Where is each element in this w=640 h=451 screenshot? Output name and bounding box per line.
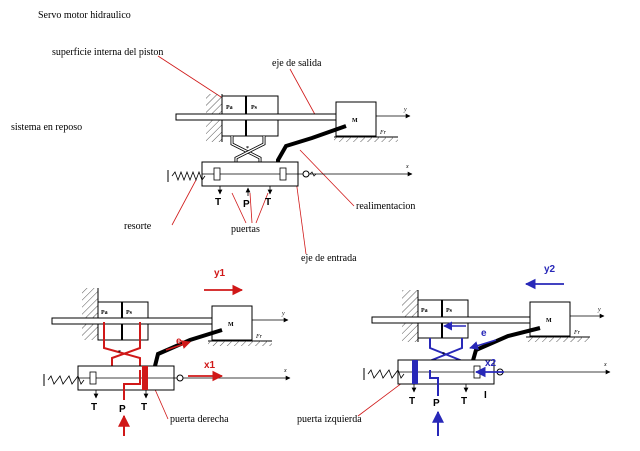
label-y-axis-bl: y bbox=[281, 311, 285, 317]
label-x-axis-bl: x bbox=[283, 368, 287, 374]
port-t-left-br: T bbox=[409, 396, 415, 407]
label-right-port: puerta derecha bbox=[170, 414, 229, 425]
label-mass: M bbox=[352, 118, 358, 124]
label-mass-br: M bbox=[546, 318, 552, 324]
label-input-shaft: eje de entrada bbox=[301, 253, 357, 264]
label-ports: puertas bbox=[231, 224, 260, 235]
label-pa-bl: Pa bbox=[101, 310, 108, 316]
label-y1: y1 bbox=[214, 268, 226, 279]
servo-bottom-left-right-port: y1 Pa Ps M Fr y * e bbox=[43, 268, 291, 436]
label-x2: x2 bbox=[485, 358, 497, 369]
label-x1: x1 bbox=[204, 360, 216, 371]
label-feedback: realimentacion bbox=[356, 201, 415, 212]
spring bbox=[171, 170, 206, 182]
label-friction-bl: Fr bbox=[255, 334, 263, 340]
label-y-axis: y bbox=[403, 107, 407, 113]
label-e-br: e bbox=[481, 328, 487, 339]
label-x-axis-br: x bbox=[603, 362, 607, 368]
label-pa: Pa bbox=[226, 105, 233, 111]
label-e-bl: e bbox=[176, 336, 182, 347]
servo-top-rest: Pa Ps M Fr y * x bbox=[167, 94, 413, 210]
label-spring: resorte bbox=[124, 221, 152, 232]
piston-rod bbox=[175, 113, 339, 121]
label-friction-br: Fr bbox=[573, 330, 581, 336]
label-y-axis-br: y bbox=[597, 307, 601, 313]
label-x-axis: x bbox=[405, 164, 409, 170]
port-p-br: P bbox=[433, 398, 440, 409]
port-p: P bbox=[243, 199, 250, 210]
label-mass-bl: M bbox=[228, 322, 234, 328]
label-output-shaft: eje de salida bbox=[272, 58, 322, 69]
mass-block bbox=[335, 101, 377, 137]
port-t-left-bl: T bbox=[91, 402, 97, 413]
svg-text:*: * bbox=[118, 350, 121, 356]
port-t-right: T bbox=[265, 197, 271, 208]
svg-text:*: * bbox=[442, 352, 445, 358]
port-t-right-br: T bbox=[461, 396, 467, 407]
svg-text:*: * bbox=[246, 146, 249, 152]
servo-bottom-right-left-port: y2 Pa Ps M Fr y * e bbox=[363, 264, 611, 436]
label-ps-bl: Ps bbox=[126, 310, 133, 316]
label-pa-br: Pa bbox=[421, 308, 428, 314]
label-rest: sistema en reposo bbox=[11, 122, 82, 133]
port-t-right-bl: T bbox=[141, 402, 147, 413]
label-piston-surface: superficie interna del piston bbox=[52, 47, 163, 58]
label-y2: y2 bbox=[544, 264, 556, 275]
port-t-left: T bbox=[215, 197, 221, 208]
label-left-port: puerta izquierda bbox=[297, 414, 362, 425]
label-ps: Ps bbox=[251, 105, 258, 111]
diagram-title: Servo motor hidraulico bbox=[38, 10, 131, 21]
label-i: I bbox=[484, 390, 487, 401]
label-friction: Fr bbox=[379, 130, 387, 136]
port-p-bl: P bbox=[119, 404, 126, 415]
label-ps-br: Ps bbox=[446, 308, 453, 314]
